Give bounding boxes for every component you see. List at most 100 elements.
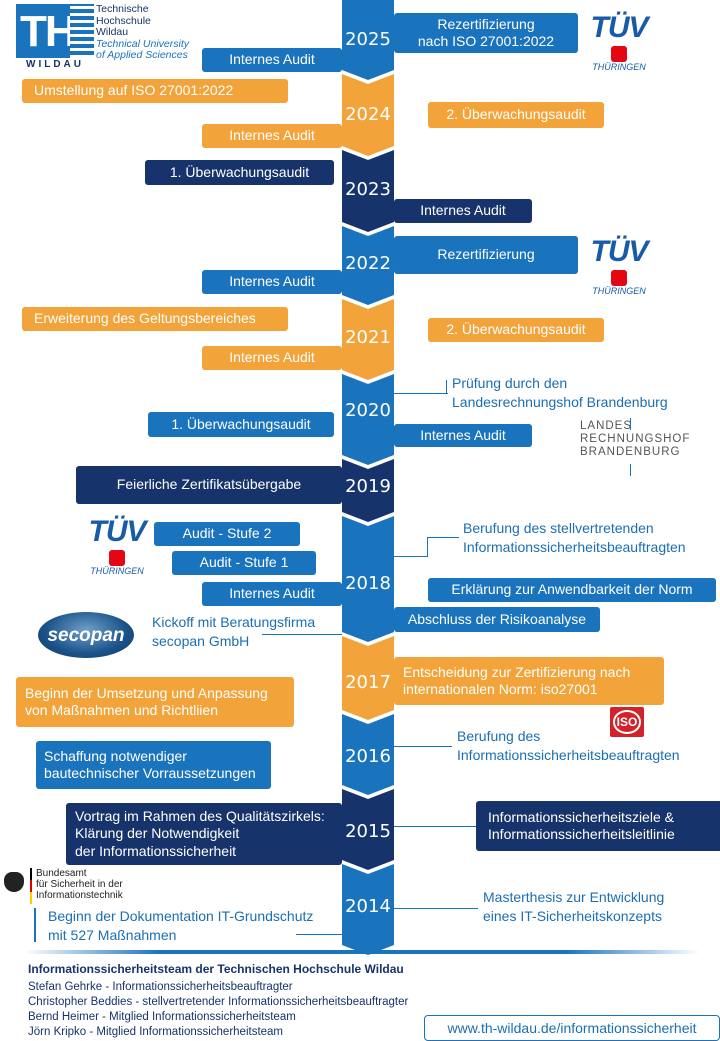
connector-line [394,746,452,747]
tuv-text: TÜV [590,11,649,44]
event-vortrag-2015: Vortrag im Rahmen des Qualitätszirkels: … [66,803,342,865]
lrh-text: LANDES [580,420,633,432]
footer-member: Stefan Gehrke - Informationssicherheitsb… [28,981,293,993]
event-berufung-stellv-2018: Berufung des stellvertretenden Informati… [463,519,686,557]
event-text: Informationssicherheitsleitlinie [488,826,675,842]
bsi-text: für Sicherheit in der [36,879,123,890]
event-text: Informationssicherheitsbeauftragten [457,746,680,763]
event-audit-stufe1-2018: Audit - Stufe 1 [172,551,316,575]
year-label: 2017 [345,672,391,693]
event-pruefung-2020: Prüfung durch den Landesrechnungshof Bra… [452,374,668,412]
flag-stripe [30,868,32,904]
tuv-text: TÜV [590,235,649,268]
event-text: Berufung des [457,728,541,744]
secopan-text: secopan [47,624,125,646]
event-text: Masterthesis zur Entwicklung [483,889,665,905]
lrh-text: BRANDENBURG [580,446,681,458]
event-text: Entscheidung zur Zertifizierung nach [403,663,631,680]
connector-line [394,826,476,827]
tuv-shield-icon [611,46,627,62]
year-label: 2019 [345,476,391,497]
event-text: eines IT-Sicherheitskonzepts [483,907,662,924]
year-label: 2021 [345,327,391,348]
bsi-text: Bundesamt [36,868,87,879]
tuv-logo: TÜV THÜRINGEN [586,11,652,73]
event-text: der Informationssicherheit [75,842,237,859]
event-entscheidung-2017: Entscheidung zur Zertifizierung nach int… [394,657,664,705]
event-ueberwachungsaudit-2023: 1. Überwachungsaudit [145,160,334,185]
connector-line [394,393,448,394]
lrh-mark [630,464,631,476]
th-wildau-logo: TH WILDAU Technische Hochschule Wildau T… [16,3,196,70]
timeline-spine [342,0,394,955]
event-text: von Maßnahmen und Richtliien [25,702,218,718]
event-erweiterung-2021: Erweiterung des Geltungsbereiches [22,307,288,331]
year-label: 2014 [345,896,391,917]
event-leitlinie-2015: Informationssicherheitsziele & Informati… [476,801,720,851]
tuv-shield-icon [611,270,627,286]
logo-line: Hochschule [96,14,151,27]
event-internes-audit-2025: Internes Audit [202,48,342,72]
event-umsetzung-2017: Beginn der Umsetzung und Anpassung von M… [16,677,294,727]
landesrechnungshof-logo: LANDES RECHNUNGSHOF BRANDENBURG [580,420,690,459]
footer-title: Informationssicherheitsteam der Technisc… [28,962,404,976]
event-text: Beginn der Dokumentation IT-Grundschutz [48,908,314,924]
connector-line [427,537,429,557]
th-logo-mark: TH [16,4,94,58]
event-zertifikatsuebergabe-2019: Feierliche Zertifikatsübergabe [76,466,342,504]
event-text: mit 527 Maßnahmen [48,926,177,943]
event-text: secopan GmbH [152,632,250,649]
event-kickoff-2018: Kickoff mit Beratungsfirma secopan GmbH [152,613,315,651]
logo-line: Wildau [96,26,129,38]
event-ueberwachungsaudit-2024: 2. Überwachungsaudit [428,102,604,128]
event-audit-stufe2-2018: Audit - Stufe 2 [154,522,300,546]
logo-line: of Applied Sciences [96,49,188,61]
tuv-sub: THÜRINGEN [90,566,144,576]
logo-wordmark: WILDAU [26,59,84,70]
year-label: 2022 [345,253,391,274]
connector-line [262,634,342,635]
event-internes-audit-2020: Internes Audit [394,424,532,447]
bsi-logo: Bundesamt für Sicherheit in der Informat… [2,868,142,908]
logo-text: Technische Hochschule Wildau Technical U… [96,3,189,62]
event-text: Vortrag im Rahmen des Qualitätszirkels: [75,807,325,824]
connector-line [427,537,459,538]
logo-line: Technische [96,3,149,15]
eagle-icon [4,872,24,892]
tuv-logo: TÜV THÜRINGEN [84,517,150,577]
iso-logo: ISO [610,707,644,737]
bsi-text: Informationstechnik [36,890,123,901]
connector-line [394,908,478,909]
year-label: 2025 [345,29,391,50]
event-text: Prüfung durch den [452,375,568,391]
year-label: 2023 [345,179,391,200]
tuv-sub: THÜRINGEN [592,62,646,72]
event-internes-audit-2023: Internes Audit [394,199,532,223]
event-text: Beginn der Umsetzung und Anpassung [25,684,268,701]
footer-member: Bernd Heimer - Mitglied Informationssich… [28,1011,296,1023]
tuv-sub: THÜRINGEN [592,286,646,296]
event-text: Kickoff mit Beratungsfirma [152,614,316,630]
event-rezertifizierung-2022: Rezertifizierung [394,236,578,274]
event-grundschutz-2014: Beginn der Dokumentation IT-Grundschutz … [48,907,313,945]
connector-line [446,380,448,394]
event-masterthesis-2014: Masterthesis zur Entwicklung eines IT-Si… [483,888,664,926]
footer-member: Jörn Kripko - Mitglied Informationssiche… [28,1026,284,1038]
event-text: nach ISO 27001:2022 [417,33,555,49]
event-risikoanalyse-2018: Abschluss der Risikoanalyse [394,607,600,632]
event-umstellung-2024: Umstellung auf ISO 27001:2022 [22,79,288,103]
th-letters: TH [20,7,77,56]
lrh-mark [630,418,631,430]
connector-line [394,556,428,557]
event-text: Informationssicherheitsziele & [488,808,674,825]
footer-member: Christopher Beddies - stellvertretender … [28,996,409,1008]
year-label: 2018 [345,573,391,594]
tuv-shield-icon [109,550,125,566]
footer-url-link[interactable]: www.th-wildau.de/informationssicherheit [424,1015,720,1041]
logo-line: Technical University [96,37,189,50]
event-ueberwachungsaudit-2020: 1. Überwachungsaudit [148,412,334,437]
event-ueberwachungsaudit-2021: 2. Überwachungsaudit [428,318,604,342]
event-erklaerung-anwendbarkeit-2018: Erklärung zur Anwendbarkeit der Norm [428,578,716,602]
secopan-logo: secopan [38,612,134,658]
